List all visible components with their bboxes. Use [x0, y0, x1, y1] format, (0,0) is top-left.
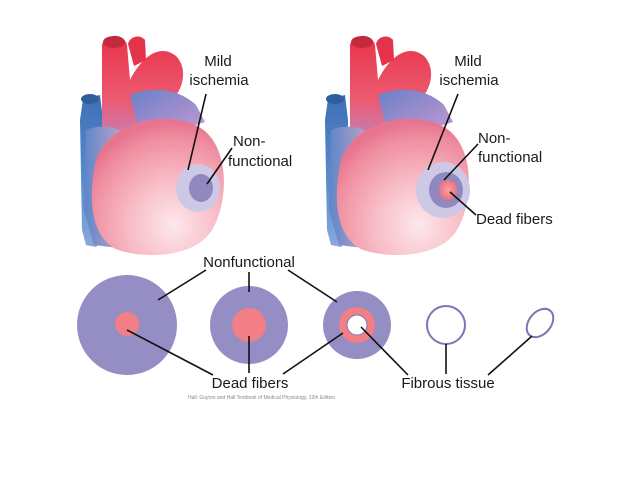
leader-fibrous-3: [487, 335, 533, 376]
label-dead-fibers: Dead fibers: [211, 375, 289, 392]
dead-fibers-core: [115, 312, 139, 336]
dead-fibers-core: [232, 308, 266, 342]
label-mild-right: Mild: [454, 53, 482, 70]
fibrous-core: [346, 314, 368, 336]
heart-body: [336, 118, 469, 256]
leader-mild-ischemia: [427, 93, 459, 171]
vena-cava-opening: [326, 94, 344, 104]
infarct-stage-5: [525, 307, 555, 339]
leader-nonfunctional: [206, 147, 233, 185]
aortic-branch: [128, 36, 146, 66]
label-nonfunctional: Nonfunctional: [203, 254, 295, 271]
dead-fibers-zone: [439, 180, 457, 200]
infarct-stage-2: [210, 286, 288, 364]
label-fibrous-tissue: Fibrous tissue: [401, 375, 495, 392]
heart-right: [325, 35, 479, 256]
heart-body: [91, 118, 224, 256]
infarct-stage-1: [77, 275, 177, 375]
infarct-stages-row: [77, 269, 555, 376]
leader-dead-fibers-1: [126, 329, 214, 376]
label-functional-right: functional: [478, 149, 543, 166]
aortic-branch: [376, 36, 394, 66]
leader-nonfunctional-1: [157, 269, 207, 301]
label-dead-fibers-right: Dead fibers: [476, 211, 553, 228]
figure-credit: Hall: Guyton and Hall Textbook of Medica…: [188, 395, 336, 401]
label-ischemia-left: ischemia: [189, 72, 249, 89]
label-functional-left: functional: [228, 153, 293, 170]
leader-mild-ischemia: [187, 93, 207, 171]
leader-nonfunctional: [443, 143, 479, 181]
leader-nonfunctional-3: [287, 269, 338, 303]
label-non-right: Non-: [478, 130, 511, 147]
label-ischemia-right: ischemia: [439, 72, 499, 89]
leader-dead-fibers: [449, 191, 477, 216]
aorta-opening: [351, 36, 373, 48]
infarct-stage-4: [426, 305, 466, 345]
label-non-left: Non-: [233, 133, 266, 150]
infarct-stage-3: [323, 291, 391, 359]
nonfunctional-zone: [189, 174, 213, 202]
leader-dead-fibers-3: [282, 332, 344, 375]
heart-left: [80, 35, 233, 256]
aorta-opening: [103, 36, 125, 48]
label-mild-left: Mild: [204, 53, 232, 70]
fibrous-scar: [525, 307, 555, 339]
fibrous-scar: [426, 305, 466, 345]
leader-fibrous-1: [360, 326, 409, 376]
vena-cava-opening: [81, 94, 99, 104]
